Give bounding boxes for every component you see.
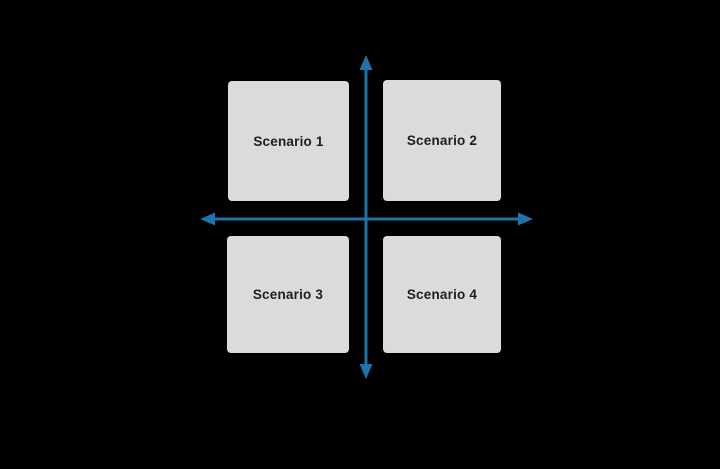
quadrant-box-top-left: Scenario 1 [228, 81, 349, 201]
quadrant-label: Scenario 3 [252, 287, 324, 302]
quadrant-label: Scenario 2 [406, 133, 478, 148]
quadrant-box-bottom-left: Scenario 3 [227, 236, 349, 353]
quadrant-label: Scenario 4 [406, 287, 478, 302]
arrowhead-left-icon [200, 212, 215, 226]
quadrant-box-bottom-right: Scenario 4 [383, 236, 501, 353]
quadrant-label: Scenario 1 [253, 133, 324, 149]
quadrant-box-top-right: Scenario 2 [383, 80, 501, 201]
arrowhead-right-icon [518, 212, 533, 226]
arrowhead-down-icon [359, 364, 373, 379]
arrowhead-up-icon [359, 55, 373, 70]
